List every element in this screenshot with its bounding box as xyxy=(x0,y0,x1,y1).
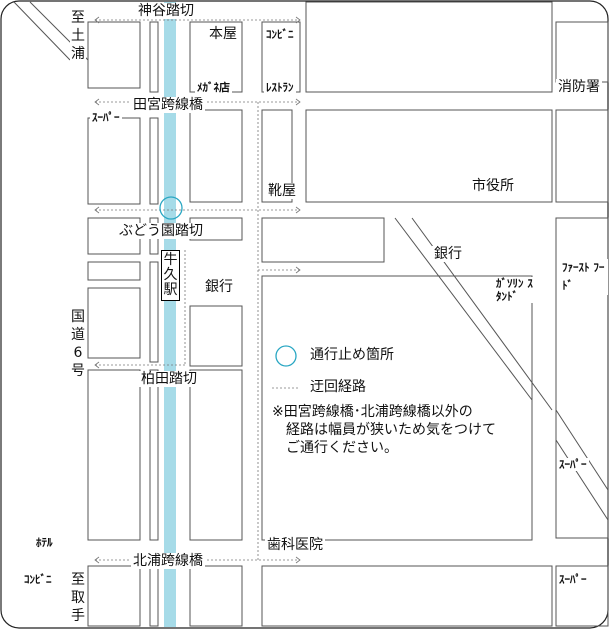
label-dentist: 歯科医院 xyxy=(265,537,325,553)
label-optician: ﾒｶﾞﾈ店 xyxy=(195,81,232,94)
city-block xyxy=(189,305,243,367)
legend-closure-icon xyxy=(275,345,297,367)
legend-note-line: 経路は幅員が狭いため気をつけて xyxy=(272,422,496,438)
city-block xyxy=(189,565,243,627)
city-block xyxy=(87,287,141,359)
city-block xyxy=(305,109,553,203)
label-tamiya-bridge: 田宮跨線橋 xyxy=(131,97,205,113)
diagonal-road xyxy=(394,217,533,401)
label-to-tsuchiura: 至土浦 xyxy=(70,8,86,64)
label-convenience-top: ｺﾝﾋﾞﾆ xyxy=(264,28,296,41)
city-block xyxy=(149,21,159,93)
city-block xyxy=(555,109,609,203)
label-supermarket-left: ｽｰﾊﾟｰ xyxy=(90,111,122,124)
city-block xyxy=(189,109,243,203)
city-block xyxy=(87,21,141,89)
city-block xyxy=(87,369,141,541)
detour-arrow xyxy=(295,556,301,564)
city-block xyxy=(305,1,553,93)
label-gas-station: ｶﾞｿﾘﾝ ｽﾀﾝﾄﾞ xyxy=(494,277,538,303)
label-bank-right: 銀行 xyxy=(432,246,464,262)
label-kitaura-bridge: 北浦跨線橋 xyxy=(131,553,205,569)
legend-detour-label: 迂回経路 xyxy=(310,379,366,396)
label-city-hall: 市役所 xyxy=(470,178,516,194)
ushiku-station: 牛久駅 xyxy=(161,250,180,301)
city-block xyxy=(555,565,609,627)
city-block xyxy=(261,217,385,263)
detour-arrow xyxy=(295,266,301,274)
label-route6: 国道6号 xyxy=(70,307,86,381)
detour-arrow xyxy=(94,206,100,214)
detour-arrow xyxy=(94,16,100,24)
diagonal-road xyxy=(555,409,609,491)
city-block xyxy=(149,261,159,363)
label-restaurant: ﾚｽﾄﾗﾝ xyxy=(264,81,296,94)
city-block xyxy=(261,565,553,627)
city-block xyxy=(149,117,159,205)
label-kamiya-crossing: 神谷踏切 xyxy=(136,3,196,19)
detour-arrow xyxy=(94,98,100,106)
detour-arrow xyxy=(295,206,301,214)
detour-arrow xyxy=(94,556,100,564)
city-block xyxy=(87,261,141,281)
detour-arrow xyxy=(295,98,301,106)
city-block xyxy=(555,217,609,539)
label-convenience-bottom: ｺﾝﾋﾞﾆ xyxy=(22,573,54,586)
railway-line xyxy=(164,2,176,627)
city-block xyxy=(149,369,159,541)
label-bookstore: 本屋 xyxy=(207,26,239,42)
label-budoen-crossing: ぶどう園踏切 xyxy=(117,223,205,239)
label-bank-left: 銀行 xyxy=(203,279,235,295)
label-supermarket-right: ｽｰﾊﾟｰ xyxy=(557,458,589,471)
legend-note-line: ※田宮跨線橋･北浦跨線橋以外の xyxy=(272,404,473,420)
city-block xyxy=(87,565,141,627)
label-kashiwada-crossing: 柏田踏切 xyxy=(139,371,199,387)
city-block xyxy=(261,275,533,541)
detour-arrow xyxy=(295,16,301,24)
diagonal-road xyxy=(555,439,609,521)
city-block xyxy=(261,109,293,203)
legend-note-line: ご通行ください。 xyxy=(272,440,398,456)
diagonal-road xyxy=(13,1,71,61)
city-block xyxy=(189,369,243,541)
legend-note: ※田宮跨線橋･北浦跨線橋以外の 経路は幅員が狭いため気をつけて ご通行ください。 xyxy=(272,403,562,457)
label-fast-food: ﾌｧｰｽﾄ ﾌｰﾄﾞ xyxy=(560,259,608,295)
detour-arrow xyxy=(94,361,100,369)
label-hotel: ﾎﾃﾙ xyxy=(34,536,55,549)
label-fire-station: 消防署 xyxy=(556,79,602,95)
legend-closure-label: 通行止め箇所 xyxy=(310,347,394,364)
closure-point xyxy=(159,196,183,220)
label-supermarket-bottom-right: ｽｰﾊﾟｰ xyxy=(557,573,589,586)
label-shoe-shop: 靴屋 xyxy=(266,183,298,199)
label-to-toride: 至取手 xyxy=(70,570,86,626)
